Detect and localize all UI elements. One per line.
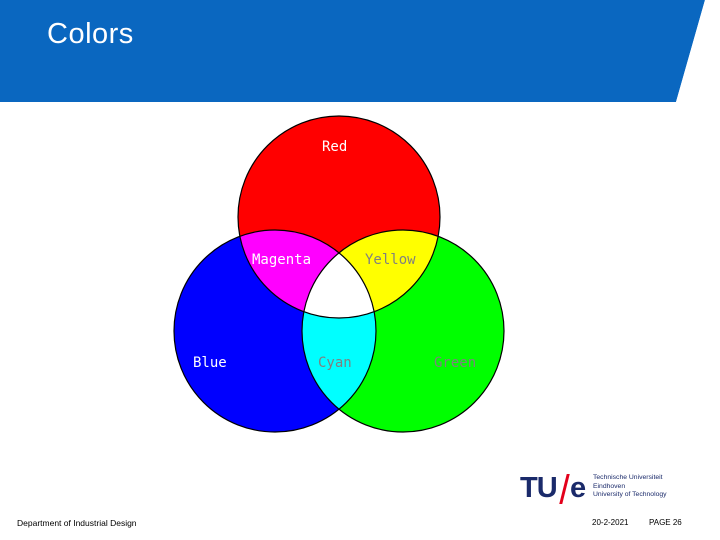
white-center [302, 230, 376, 318]
label-green: Green [434, 355, 476, 371]
tue-logo-text: Technische Universiteit Eindhoven Univer… [593, 474, 667, 500]
tue-logo-line-3: University of Technology [593, 491, 667, 499]
tue-logo-line-2: Eindhoven [593, 482, 626, 490]
label-cyan: Cyan [318, 355, 352, 371]
tue-logo-line-1: Technische Universiteit [593, 474, 663, 481]
label-red: Red [322, 139, 347, 155]
title-banner: Colors [0, 0, 720, 102]
slide-title: Colors [47, 18, 134, 50]
label-blue: Blue [193, 355, 227, 371]
label-yellow: Yellow [365, 252, 416, 268]
tue-logo-slash [559, 474, 570, 504]
title-banner-shape [0, 0, 720, 102]
tue-logo-e: e [570, 472, 587, 504]
tue-logo-mark: TU [520, 472, 558, 504]
label-magenta: Magenta [252, 252, 311, 268]
tue-logo: TU e Technische Universiteit Eindhoven U… [520, 472, 700, 504]
footer-department: Department of Industrial Design [17, 518, 137, 528]
footer-date: 20-2-2021 [592, 518, 629, 527]
footer-page-number: PAGE 26 [649, 518, 682, 527]
